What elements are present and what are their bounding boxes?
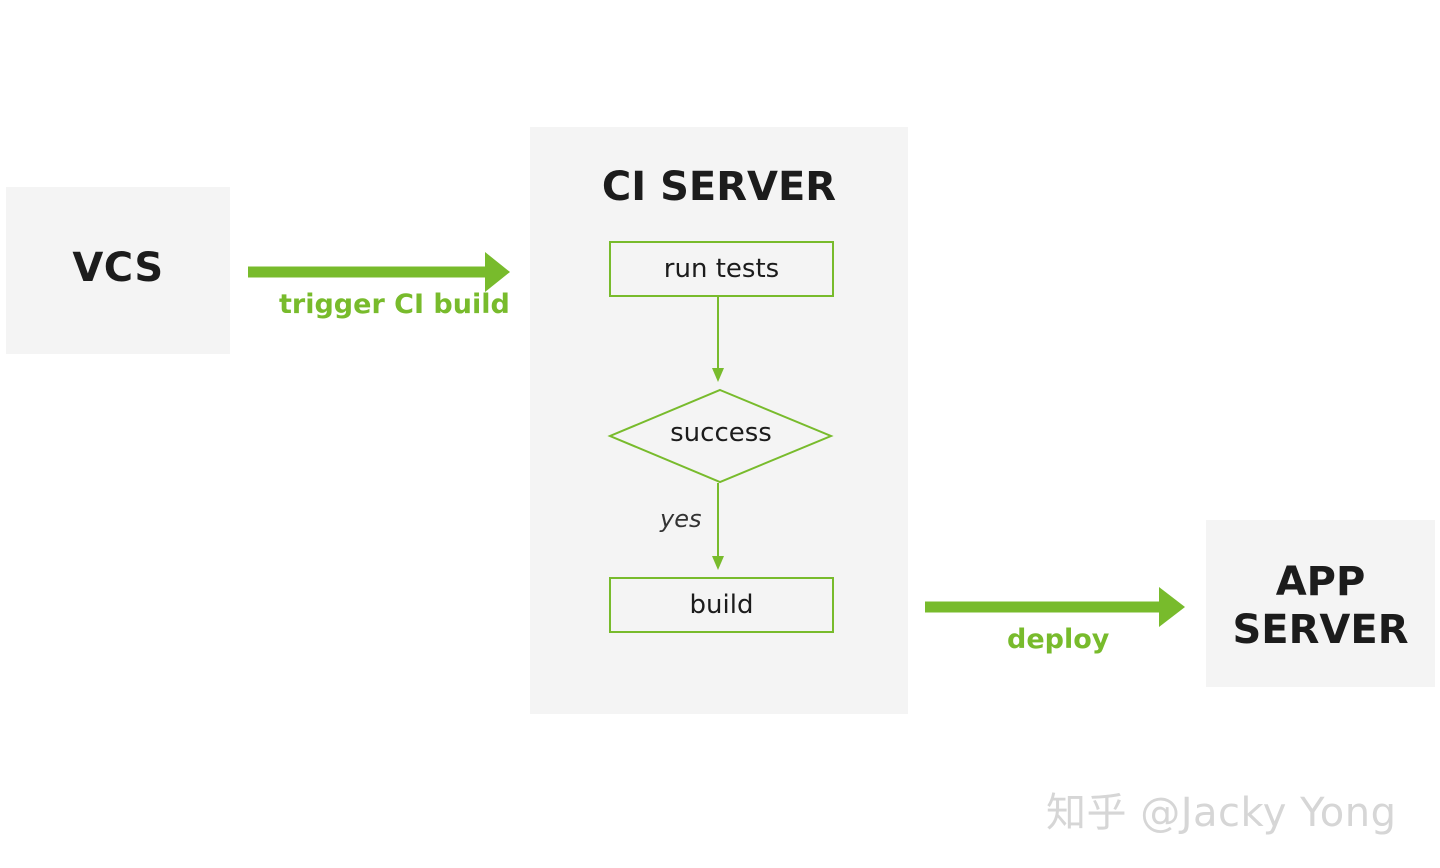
app-server-node: APP SERVER <box>1206 520 1435 687</box>
success-to-build-connector <box>712 483 724 570</box>
trigger-ci-build-label: trigger CI build <box>279 289 510 320</box>
yes-branch-label: yes <box>660 505 702 533</box>
app-server-title-line1: APP <box>1275 559 1366 605</box>
build-step: build <box>609 577 834 633</box>
ci-server-title: CI SERVER <box>601 164 837 210</box>
trigger-arrow <box>248 252 510 292</box>
deploy-arrow-head <box>1159 587 1185 627</box>
tests-to-success-connector <box>712 297 724 382</box>
success-decision-label: success <box>670 418 772 448</box>
deploy-label: deploy <box>1007 624 1110 655</box>
vcs-node: VCS <box>6 187 230 354</box>
deploy-arrow <box>925 587 1185 627</box>
app-server-title: APP SERVER <box>1206 558 1435 654</box>
vcs-title: VCS <box>72 245 164 291</box>
run-tests-step: run tests <box>609 241 834 297</box>
success-decision-diamond <box>607 388 834 484</box>
watermark: 知乎 @Jacky Yong <box>1046 790 1397 836</box>
app-server-title-line2: SERVER <box>1232 607 1409 653</box>
trigger-arrow-head <box>485 252 510 292</box>
